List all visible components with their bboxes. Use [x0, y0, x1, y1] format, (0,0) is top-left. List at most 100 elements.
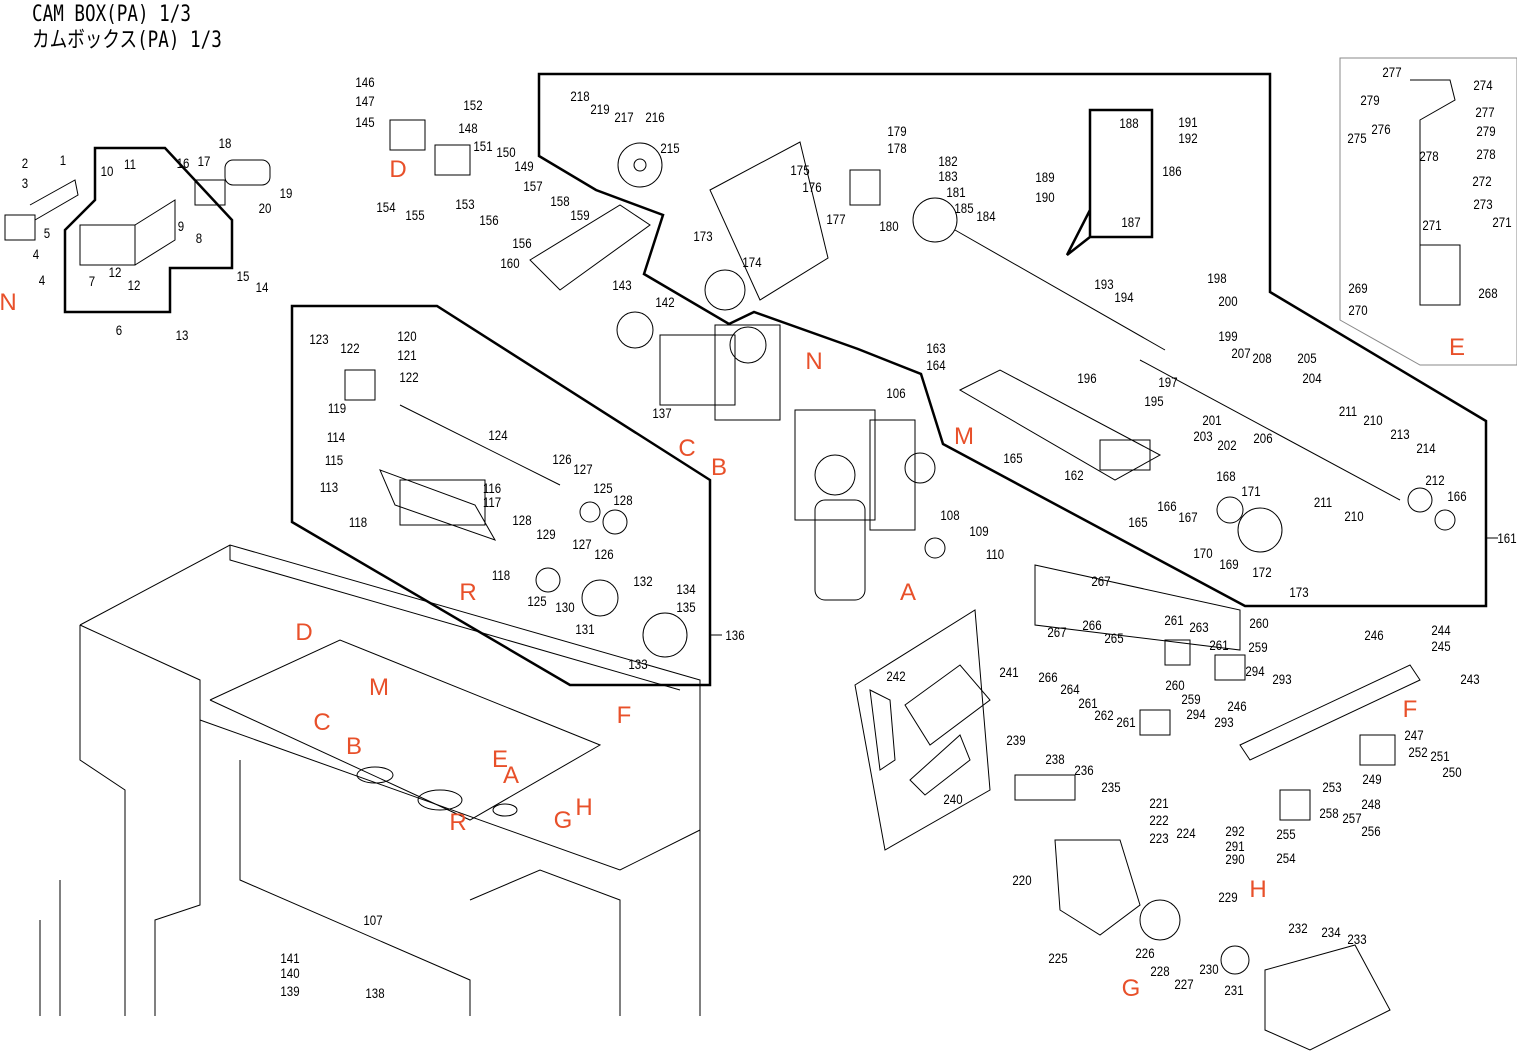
part-number-label: 132	[633, 573, 653, 589]
part-number-label: 219	[590, 101, 610, 117]
part-number-label: 270	[1348, 302, 1368, 318]
part-number-label: 243	[1460, 671, 1480, 687]
part-number-label: 165	[1003, 450, 1023, 466]
part-number-label: 232	[1288, 920, 1308, 936]
part-number-label: 256	[1361, 823, 1381, 839]
reference-letter: G	[553, 807, 573, 834]
part-number-label: 259	[1248, 639, 1268, 655]
part-number-label: 173	[1289, 584, 1309, 600]
part-number-label: 163	[926, 340, 946, 356]
part-number-label: 138	[365, 985, 385, 1001]
part-number-label: 261	[1078, 695, 1098, 711]
part-number-label: 290	[1225, 851, 1245, 867]
part-number-label: 18	[218, 135, 232, 151]
part-number-label: 242	[886, 668, 906, 684]
subassembly-boundary-R	[290, 304, 712, 687]
part-number-label: 7	[88, 273, 96, 289]
part-number-label: 133	[628, 656, 648, 672]
part-number-label: 156	[512, 235, 532, 251]
part-number-label: 4	[32, 246, 40, 262]
part-number-label: 9	[177, 218, 185, 234]
part-number-label: 6	[115, 322, 123, 338]
reference-letter: D	[295, 619, 313, 646]
part-number-label: 215	[660, 140, 680, 156]
part-number-label: 167	[1178, 509, 1198, 525]
part-number-label: 179	[887, 123, 907, 139]
reference-letter: H	[575, 794, 593, 821]
part-number-label: 261	[1116, 714, 1136, 730]
reference-letter: B	[710, 454, 728, 481]
part-number-label: 115	[324, 452, 344, 468]
part-number-label: 235	[1101, 779, 1121, 795]
title-japanese: カムボックス(PA) 1/3	[32, 28, 222, 53]
part-number-label: 118	[348, 514, 368, 530]
part-number-label: 176	[802, 179, 822, 195]
reference-letter: F	[616, 702, 632, 729]
reference-letter: G	[1121, 975, 1141, 1002]
reference-letter: H	[1249, 876, 1267, 903]
reference-letter: B	[345, 733, 363, 760]
part-number-label: 293	[1214, 714, 1234, 730]
part-number-label: 213	[1390, 426, 1410, 442]
reference-letter: E	[491, 746, 509, 773]
part-number-label: 224	[1176, 825, 1196, 841]
part-number-label: 145	[355, 114, 375, 130]
part-number-label: 234	[1321, 924, 1341, 940]
part-number-label: 241	[999, 664, 1019, 680]
part-number-label: 1	[59, 152, 67, 168]
part-number-label: 139	[280, 983, 300, 999]
part-number-label: 233	[1347, 931, 1367, 947]
reference-letter: A	[502, 762, 520, 789]
part-number-label: 146	[355, 74, 375, 90]
part-number-label: 273	[1473, 196, 1493, 212]
subassembly-box-E	[1339, 57, 1517, 366]
part-number-label: 134	[676, 581, 696, 597]
part-number-label: 253	[1322, 779, 1342, 795]
part-number-label: 210	[1363, 412, 1383, 428]
part-number-label: 154	[376, 199, 396, 215]
part-number-label: 149	[514, 158, 534, 174]
part-number-label: 130	[555, 599, 575, 615]
part-number-label: 196	[1077, 370, 1097, 386]
part-number-label: 291	[1225, 838, 1245, 854]
part-number-label: 110	[985, 546, 1005, 562]
part-number-label: 230	[1199, 961, 1219, 977]
part-number-label: 119	[327, 400, 347, 416]
reference-letter: C	[313, 709, 331, 736]
part-number-label: 125	[593, 480, 613, 496]
reference-letter: E	[1448, 334, 1466, 361]
part-number-label: 195	[1144, 393, 1164, 409]
reference-letter: R	[449, 809, 467, 836]
part-number-label: 180	[879, 218, 899, 234]
thin-outline	[1034, 564, 1241, 651]
part-number-label: 294	[1186, 706, 1206, 722]
part-number-label: 178	[887, 140, 907, 156]
part-number-label: 264	[1060, 681, 1080, 697]
part-number-label: 157	[523, 178, 543, 194]
part-number-label: 272	[1472, 173, 1492, 189]
part-number-label: 250	[1442, 764, 1462, 780]
part-number-label: 197	[1158, 374, 1178, 390]
part-number-label: 292	[1225, 823, 1245, 839]
part-number-label: 271	[1422, 217, 1442, 233]
part-number-label: 193	[1094, 276, 1114, 292]
part-number-label: 161	[1497, 530, 1517, 546]
part-number-label: 245	[1431, 638, 1451, 654]
part-number-label: 204	[1302, 370, 1322, 386]
part-number-label: 208	[1252, 350, 1272, 366]
part-number-label: 205	[1297, 350, 1317, 366]
part-number-label: 201	[1202, 412, 1222, 428]
part-number-label: 218	[570, 88, 590, 104]
part-number-label: 174	[742, 254, 762, 270]
part-number-label: 143	[612, 277, 632, 293]
part-number-label: 231	[1224, 982, 1244, 998]
part-number-label: 150	[496, 144, 516, 160]
part-number-label: 211	[1313, 494, 1333, 510]
part-number-label: 3	[21, 175, 29, 191]
part-number-label: 223	[1149, 830, 1169, 846]
part-number-label: 19	[279, 185, 293, 201]
part-number-label: 271	[1492, 214, 1512, 230]
part-number-label: 210	[1344, 508, 1364, 524]
part-number-label: 187	[1121, 214, 1141, 230]
part-number-label: 122	[399, 369, 419, 385]
